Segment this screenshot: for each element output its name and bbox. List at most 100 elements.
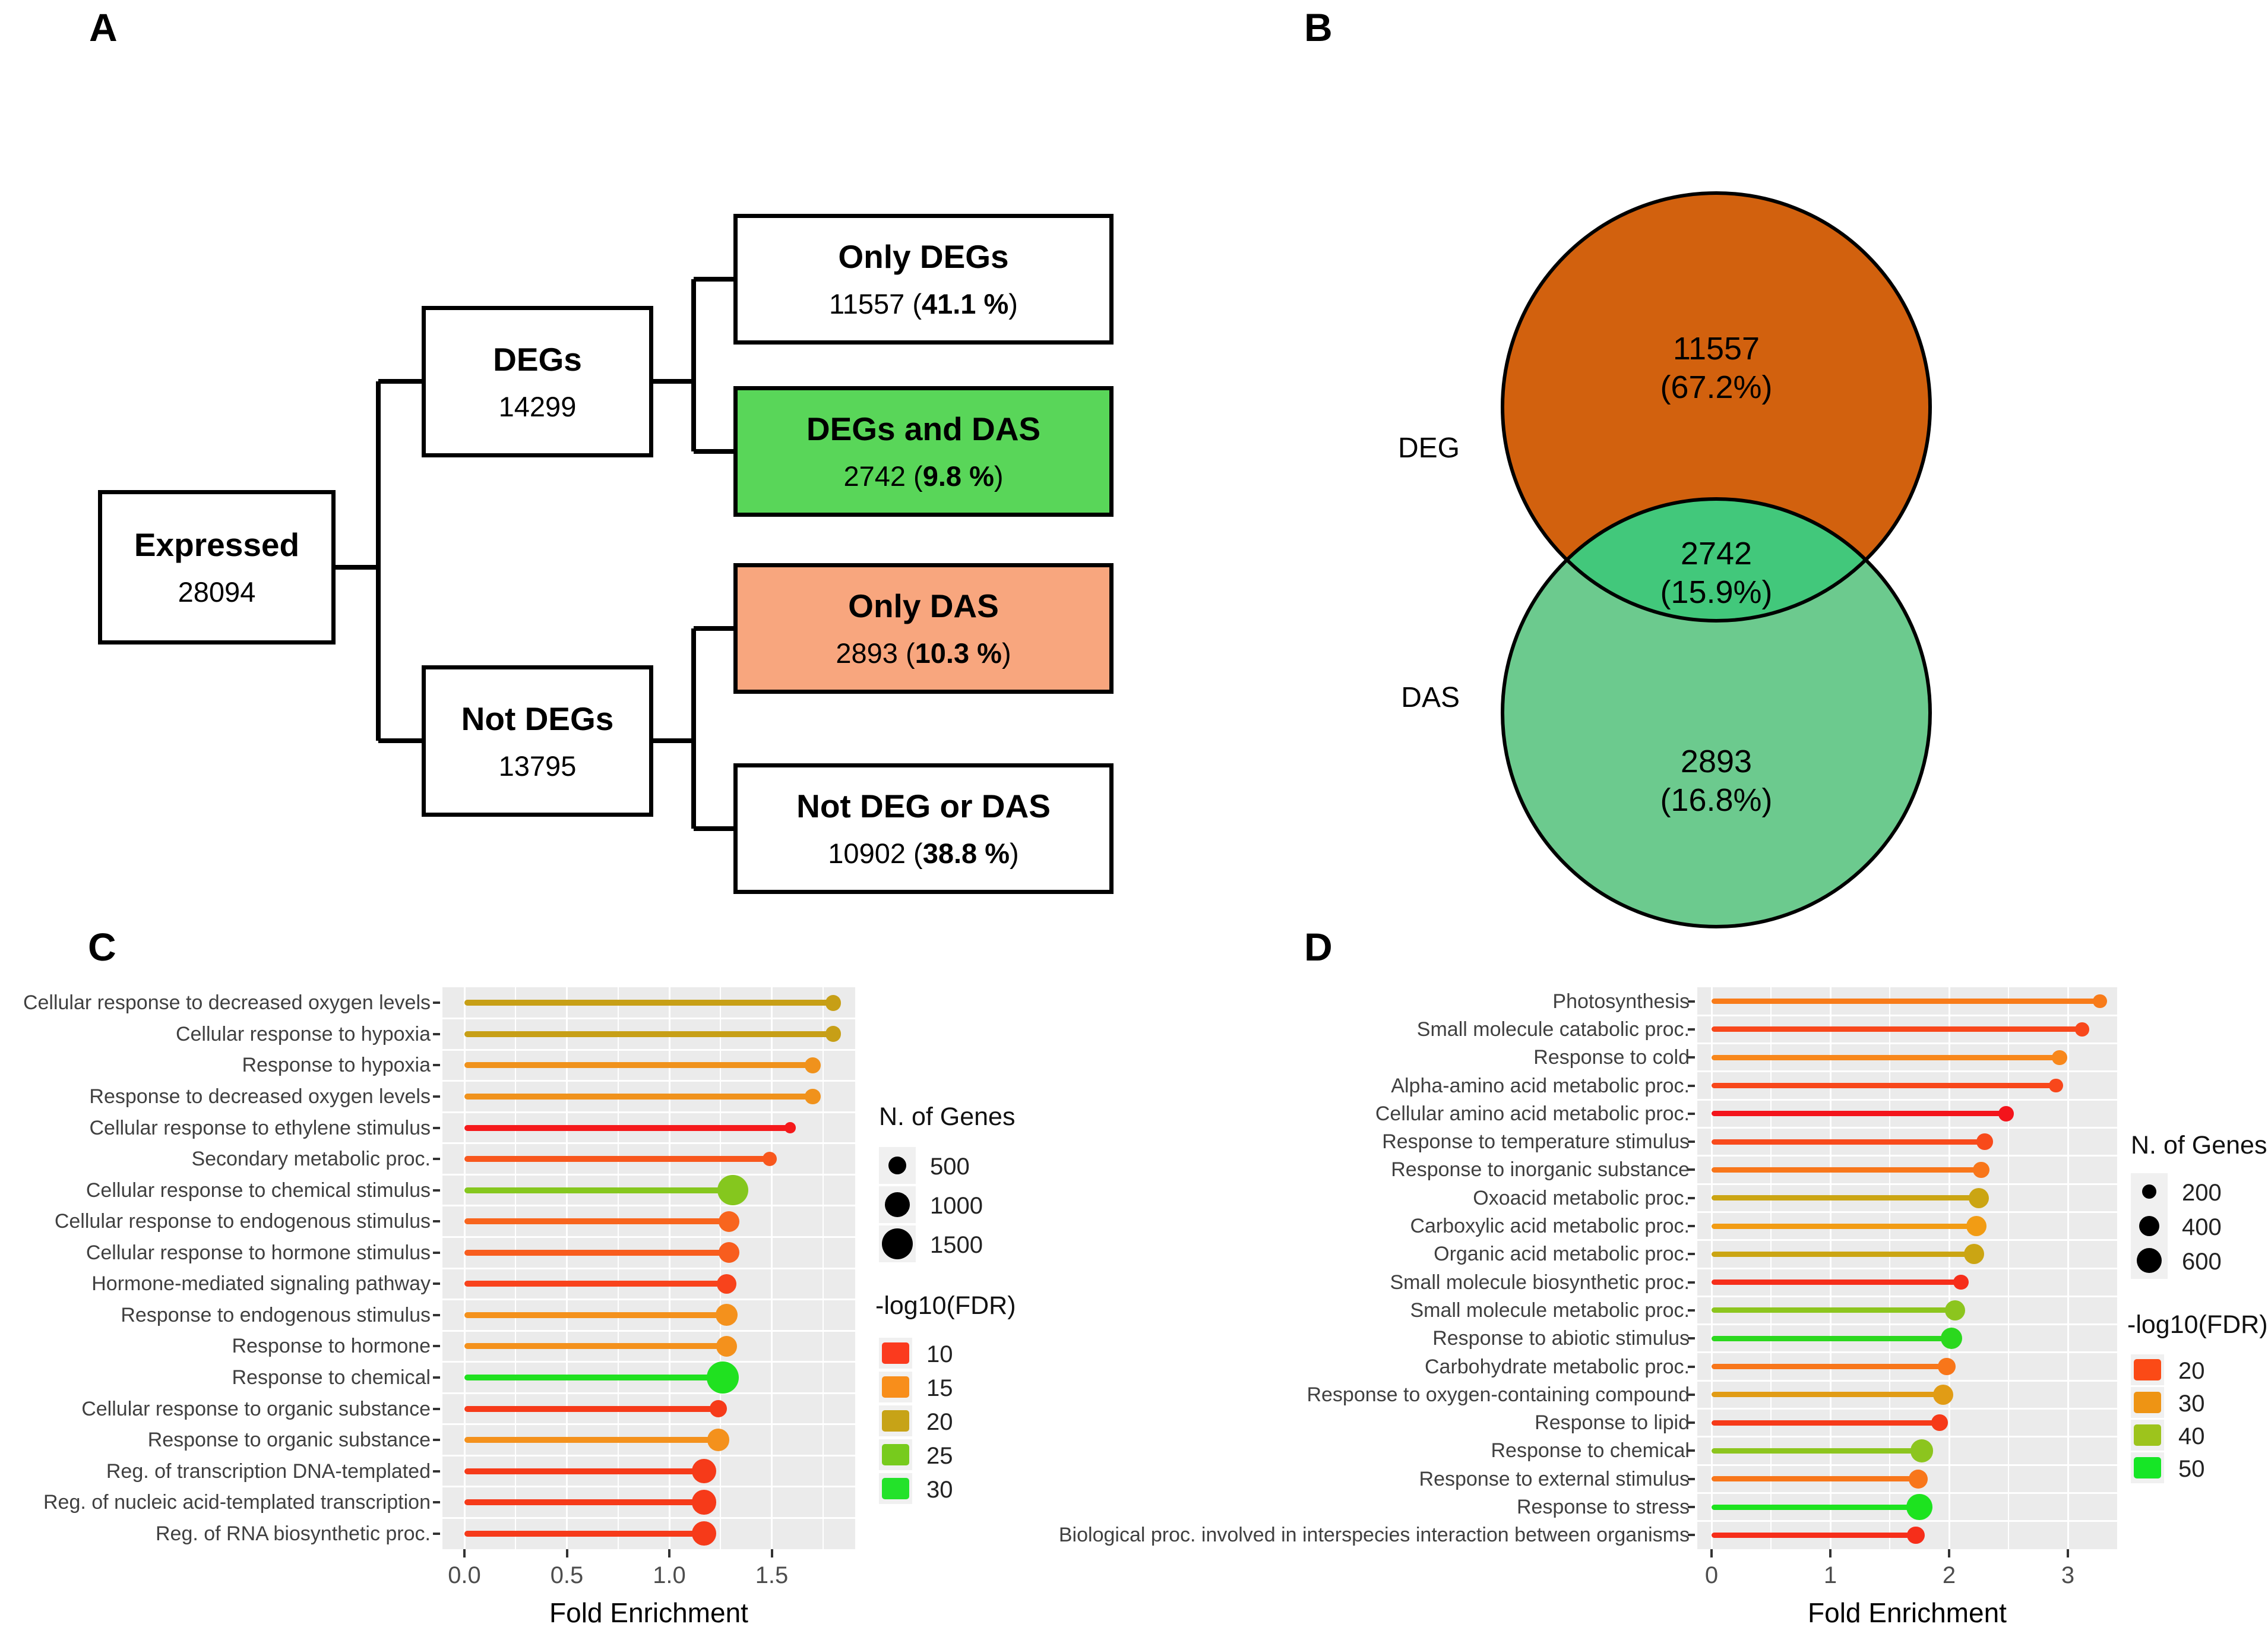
y-tick-mark xyxy=(1688,1393,1695,1396)
category-label: Alpha-amino acid metabolic proc. xyxy=(1391,1074,1690,1097)
lollipop-stem xyxy=(464,1405,719,1412)
lollipop-dot xyxy=(691,1521,717,1546)
legend-size-dot xyxy=(2142,1184,2157,1199)
gridline-horizontal xyxy=(442,1361,855,1363)
gridline-horizontal xyxy=(1697,1323,2117,1326)
legend-color-key xyxy=(2131,1420,2164,1451)
x-tick-label: 1.5 xyxy=(755,1562,789,1588)
lollipop-dot xyxy=(762,1151,777,1167)
x-tick-label: 2 xyxy=(1942,1562,1956,1588)
flowchart-box-not-deg-or-das: Not DEG or DAS 10902 (38.8 %) xyxy=(733,763,1114,894)
venn-das-count: 2893 xyxy=(1681,744,1752,779)
gridline-horizontal xyxy=(442,1517,855,1519)
lollipop-stem xyxy=(464,1530,704,1537)
category-label: Cellular response to chemical stimulus xyxy=(86,1179,431,1202)
legend-color-key xyxy=(879,1405,912,1436)
gridline-horizontal xyxy=(442,1299,855,1301)
lollipop-dot xyxy=(805,1057,821,1073)
gridline-horizontal xyxy=(442,1080,855,1082)
legend-color-label: 15 xyxy=(926,1375,953,1401)
gridline-horizontal xyxy=(442,1486,855,1488)
y-tick-mark xyxy=(1688,1000,1695,1003)
lollipop-stem xyxy=(464,1000,833,1006)
x-tick-label: 1.0 xyxy=(653,1562,686,1588)
legend-color-key xyxy=(879,1473,912,1504)
legend-size-key xyxy=(2131,1173,2168,1210)
x-tick-mark xyxy=(668,1549,670,1557)
y-tick-mark xyxy=(433,1407,440,1410)
lollipop-stem xyxy=(1712,1335,1951,1341)
lollipop-stem xyxy=(1712,1195,1979,1201)
lollipop-stem xyxy=(464,1156,770,1162)
lollipop-dot xyxy=(1932,1384,1954,1405)
lollipop-stem xyxy=(1712,1083,2056,1089)
lollipop-dot xyxy=(1998,1106,2014,1121)
legend-size-label: 600 xyxy=(2182,1249,2222,1275)
lollipop-dot xyxy=(717,1174,748,1206)
flowchart-box-degs: DEGs 14299 xyxy=(422,306,653,457)
flowchart-box-expressed: Expressed 28094 xyxy=(98,490,336,645)
y-tick-mark xyxy=(433,1251,440,1254)
lollipop-stem xyxy=(464,1218,729,1225)
y-tick-mark xyxy=(1688,1168,1695,1171)
legend-size-label: 200 xyxy=(2182,1180,2222,1206)
category-label: Response to organic substance xyxy=(147,1429,431,1452)
category-label: Reg. of transcription DNA-templated xyxy=(106,1459,431,1483)
lollipop-dot xyxy=(1931,1414,1948,1431)
y-tick-mark xyxy=(1688,1534,1695,1537)
x-tick-mark xyxy=(565,1549,568,1557)
lollipop-stem xyxy=(1712,1420,1940,1426)
y-tick-mark xyxy=(1688,1281,1695,1284)
lollipop-dot xyxy=(718,1211,739,1232)
lollipop-stem xyxy=(464,1249,729,1256)
lollipop-stem xyxy=(1712,1392,1943,1398)
y-tick-mark xyxy=(1688,1253,1695,1256)
legend-size-key xyxy=(879,1147,916,1184)
legend-color-label: 20 xyxy=(2178,1358,2205,1384)
legend-color-key xyxy=(879,1439,912,1470)
x-axis-title: Fold Enrichment xyxy=(549,1597,748,1628)
category-label: Small molecule catabolic proc. xyxy=(1416,1018,1690,1041)
legend-size-dot xyxy=(888,1156,906,1174)
x-tick-mark xyxy=(463,1549,466,1557)
x-tick-mark xyxy=(2067,1549,2069,1557)
box-title: Only DAS xyxy=(848,587,999,624)
lollipop-dot xyxy=(715,1304,738,1326)
lollipop-dot xyxy=(718,1242,739,1263)
gridline-horizontal xyxy=(1697,1239,2117,1241)
legend-size-label: 500 xyxy=(930,1154,970,1180)
category-label: Cellular response to endogenous stimulus xyxy=(54,1210,431,1233)
lollipop-dot xyxy=(825,1026,842,1042)
legend-size-dot xyxy=(884,1192,910,1218)
category-label: Hormone-mediated signaling pathway xyxy=(91,1272,431,1296)
legend-size-key xyxy=(879,1186,916,1223)
venn-overlap-pct: (15.9%) xyxy=(1660,574,1772,610)
gridline-horizontal xyxy=(1697,1295,2117,1297)
gridline-horizontal xyxy=(442,1018,855,1020)
lollipop-stem xyxy=(464,1062,813,1069)
gridline-horizontal xyxy=(1697,1183,2117,1185)
panel-b-label: B xyxy=(1304,5,1333,49)
venn-diagram: 11557 (67.2%) 2742 (15.9%) 2893 (16.8%) … xyxy=(1398,191,1932,928)
category-label: Response to chemical xyxy=(1491,1439,1690,1462)
venn-das-pct: (16.8%) xyxy=(1660,782,1772,818)
y-tick-mark xyxy=(433,1001,440,1004)
legend-color-swatch xyxy=(882,1444,909,1465)
lollipop-dot xyxy=(1910,1439,1934,1462)
gridline-horizontal xyxy=(1697,1070,2117,1073)
lollipop-stem xyxy=(464,1281,727,1287)
category-label: Response to chemical xyxy=(232,1366,431,1389)
legend-size-key xyxy=(2131,1242,2168,1279)
lollipop-dot xyxy=(1973,1161,1989,1179)
legend-color-label: 10 xyxy=(926,1341,953,1367)
y-tick-mark xyxy=(1688,1084,1695,1087)
category-label: Response to lipid xyxy=(1535,1411,1690,1435)
y-tick-mark xyxy=(1688,1421,1695,1424)
lollipop-stem xyxy=(1712,1223,1976,1229)
legend-color-label: 20 xyxy=(926,1409,953,1435)
y-tick-mark xyxy=(1688,1196,1695,1199)
lollipop-dot xyxy=(710,1400,727,1417)
lollipop-dot xyxy=(1963,1244,1985,1265)
lollipop-dot xyxy=(2052,1050,2067,1065)
x-tick-mark xyxy=(770,1549,773,1557)
